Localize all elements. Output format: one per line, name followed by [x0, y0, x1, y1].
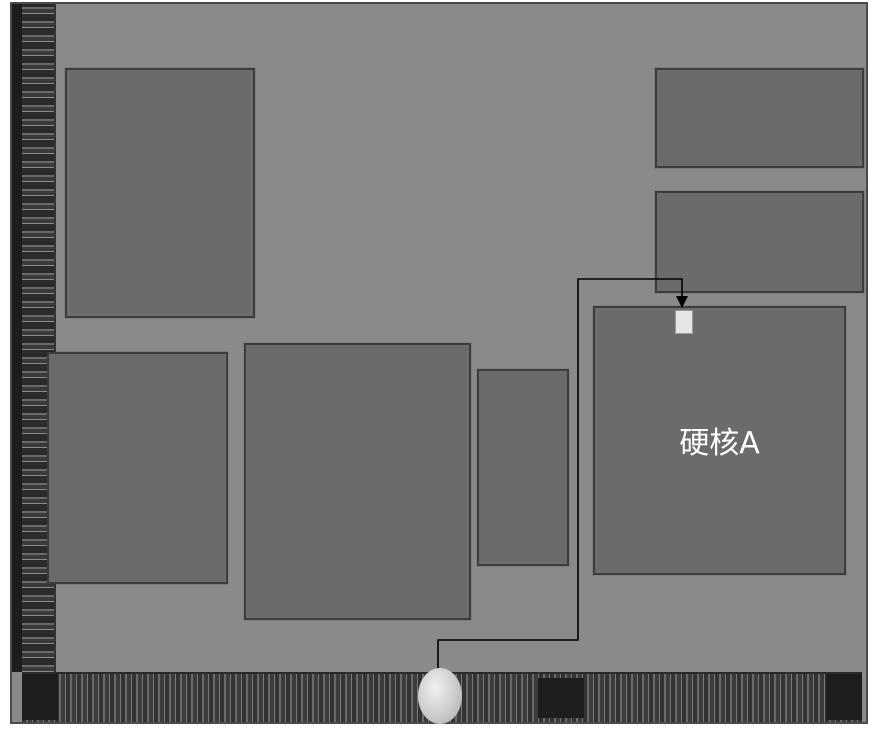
io-pad-bump	[418, 668, 462, 724]
routing-wire-path	[437, 278, 683, 674]
macro-block-upper-right	[655, 191, 864, 293]
wire-arrowhead	[676, 296, 688, 308]
bottom-io-cell-left	[22, 674, 58, 720]
macro-block-mid-left	[47, 352, 228, 584]
macro-block-center	[244, 343, 471, 620]
hard-core-block: 硬核A	[593, 306, 846, 575]
bottom-io-cell-right	[826, 674, 862, 720]
macro-block-top-left	[65, 68, 255, 318]
core-port-terminal	[675, 310, 693, 334]
macro-block-top-right	[655, 68, 864, 168]
bottom-io-cell-middle	[538, 678, 584, 718]
left-io-edge	[12, 4, 22, 672]
macro-block-narrow	[477, 369, 569, 566]
hard-core-label: 硬核A	[679, 426, 760, 461]
